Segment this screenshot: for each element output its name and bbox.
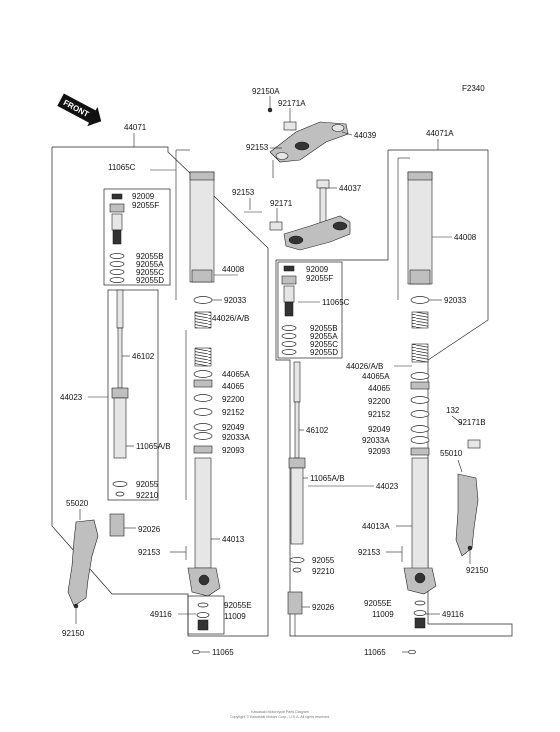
callout-R-92200: 92200 <box>368 397 391 406</box>
callout-L-44065A: 44065A <box>222 370 250 379</box>
callout-44039: 44039 <box>354 131 377 140</box>
callout-R-11065: 11065 <box>364 648 386 657</box>
callout-92150A: 92150A <box>252 87 280 96</box>
callout-L-44071: 44071 <box>124 123 147 132</box>
callout-R-92055A: 92055A <box>310 332 338 341</box>
callout-L-92200: 92200 <box>222 395 245 404</box>
lower-triple-clamp-stem-group: 44037 92153 92171 <box>232 179 362 251</box>
callout-L-92055D: 92055D <box>136 276 164 285</box>
callout-R-44065: 44065 <box>368 384 391 393</box>
callout-R-92152: 92152 <box>368 410 391 419</box>
callout-R-46102: 46102 <box>306 426 329 435</box>
callout-L-92150: 92150 <box>62 629 85 638</box>
callout-L-92055B: 92055B <box>136 252 164 261</box>
front-direction-arrow: FRONT <box>57 93 102 127</box>
callout-R-49116: 49116 <box>442 610 464 619</box>
left-fork-spring <box>194 311 212 367</box>
callout-R-92150: 92150 <box>466 566 489 575</box>
callout-R-92055C: 92055C <box>310 340 338 349</box>
left-fork-guard <box>67 519 99 607</box>
right-fork-guard <box>455 473 479 557</box>
callout-R-92055E: 92055E <box>364 599 392 608</box>
left-inner-tube <box>194 457 212 569</box>
callout-92153-top: 92153 <box>246 143 269 152</box>
callout-R-11009: 11009 <box>372 610 394 619</box>
callout-L-92055C: 92055C <box>136 268 164 277</box>
right-inner-tube <box>411 457 429 571</box>
callout-R-44065A: 44065A <box>362 372 390 381</box>
callout-L-46102: 46102 <box>132 352 155 361</box>
callout-R-55010: 55010 <box>440 449 463 458</box>
left-fork-assembly: 44071 11065C 92009 92055F 92055B 92055A … <box>51 123 269 657</box>
callout-L-44065: 44065 <box>222 382 245 391</box>
callout-R-11065AB: 11065A/B <box>310 474 345 483</box>
figure-id: F2340 <box>462 84 485 93</box>
callout-L-92049: 92049 <box>222 423 245 432</box>
left-cap-subbox <box>103 188 171 286</box>
callout-R-92055B: 92055B <box>310 324 338 333</box>
callout-L-44023: 44023 <box>60 393 83 402</box>
upper-triple-clamp-group: 92150A 92171A 44039 92153 <box>246 87 377 178</box>
callout-L-92026: 92026 <box>138 525 161 534</box>
callout-L-44013: 44013 <box>222 535 245 544</box>
callout-R-92009: 92009 <box>306 265 329 274</box>
callout-R-132: 132 <box>446 406 460 415</box>
callout-R-44013A: 44013A <box>362 522 390 531</box>
callout-R-92171B: 92171B <box>458 418 486 427</box>
callout-R-11065C: 11065C <box>322 298 350 307</box>
callout-R-92049: 92049 <box>368 425 391 434</box>
footer-line-2: Copyright © Kawasaki Motors Corp., U.S.A… <box>230 715 330 719</box>
callout-L-49116: 49116 <box>150 610 172 619</box>
left-outer-tube <box>189 171 215 283</box>
right-fork-outline <box>275 149 513 637</box>
callout-L-44026: 44026/A/B <box>212 314 249 323</box>
callout-L-11065AB: 11065A/B <box>136 442 171 451</box>
callout-L-92033A: 92033A <box>222 433 250 442</box>
callout-L-92009: 92009 <box>132 192 155 201</box>
callout-92171A: 92171A <box>278 99 306 108</box>
callout-R-92055: 92055 <box>312 556 335 565</box>
callout-L-92153: 92153 <box>138 548 161 557</box>
callout-44037: 44037 <box>339 184 362 193</box>
callout-L-92055: 92055 <box>136 480 159 489</box>
callout-R-92210: 92210 <box>312 567 335 576</box>
callout-L-44008: 44008 <box>222 265 245 274</box>
right-cap-subbox <box>277 261 343 359</box>
callout-R-92055D: 92055D <box>310 348 338 357</box>
callout-L-11065: 11065 <box>212 648 234 657</box>
callout-L-92055F: 92055F <box>132 201 159 210</box>
footer-line-1: Kawasaki Motorcycle Parts Diagram <box>251 710 309 714</box>
callout-R-92093: 92093 <box>368 447 391 456</box>
callout-R-44023: 44023 <box>376 482 399 491</box>
callout-L-55020: 55020 <box>66 499 89 508</box>
callout-L-92055E: 92055E <box>224 601 252 610</box>
left-bottom-subbox <box>187 595 225 635</box>
callout-L-92210: 92210 <box>136 491 159 500</box>
right-outer-tube <box>407 171 433 285</box>
callout-L-92152: 92152 <box>222 408 245 417</box>
callout-R-44026: 44026/A/B <box>346 362 383 371</box>
callout-R-44008: 44008 <box>454 233 477 242</box>
callout-L-11065C: 11065C <box>108 163 136 172</box>
callout-R-92033: 92033 <box>444 296 467 305</box>
callout-L-92033: 92033 <box>224 296 247 305</box>
right-fork-spring <box>411 311 429 329</box>
callout-L-92055A: 92055A <box>136 260 164 269</box>
callout-R-44071A: 44071A <box>426 129 454 138</box>
right-fork-assembly: 44071A 44008 92033 92009 92055F 11065C 9… <box>275 129 513 657</box>
callout-92171: 92171 <box>270 199 293 208</box>
callout-R-92026: 92026 <box>312 603 335 612</box>
callout-R-92055F: 92055F <box>306 274 333 283</box>
callout-92153-stem: 92153 <box>232 188 255 197</box>
callout-L-92093: 92093 <box>222 446 245 455</box>
left-cartridge-subbox <box>107 289 159 501</box>
callout-R-92153: 92153 <box>358 548 381 557</box>
callout-R-92033A: 92033A <box>362 436 390 445</box>
callout-L-11009: 11009 <box>224 612 246 621</box>
